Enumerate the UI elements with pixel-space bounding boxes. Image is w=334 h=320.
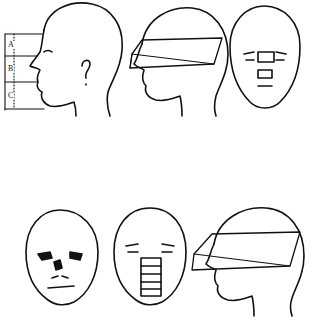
ruler-letter: C: [7, 92, 14, 100]
ruler-letter: B: [7, 65, 14, 73]
ruler-letter: A: [7, 41, 15, 49]
front-face: [114, 208, 186, 305]
front-face: [26, 210, 98, 305]
profile-head-with-plane: [192, 208, 304, 316]
profile-head-with-plane: [130, 8, 228, 116]
proportion-ruler: [5, 34, 44, 110]
profile-head: [30, 3, 122, 116]
front-face: [230, 6, 300, 108]
